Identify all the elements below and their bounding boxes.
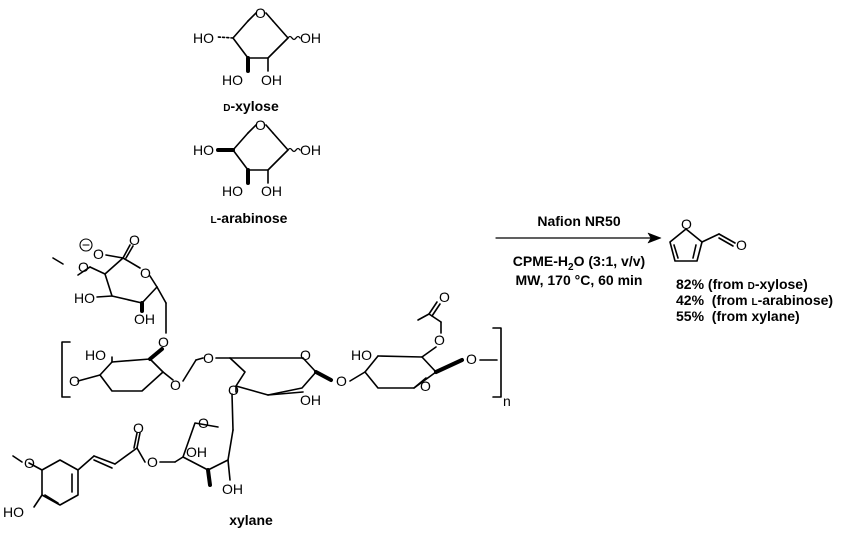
atom-o: O xyxy=(78,259,89,275)
catalyst-label: Nafion NR50 xyxy=(537,213,620,229)
glucuronic-acid-unit: O O O O HO OH O xyxy=(52,232,169,350)
atom-o: O xyxy=(140,265,151,281)
compound-label-arabinose: L-arabinose xyxy=(211,210,288,226)
arabinose-structure: O HO OH HO OH L-arabinose xyxy=(193,117,321,226)
repeat-subscript: n xyxy=(503,393,511,409)
heating-label: MW, 170 °C, 60 min xyxy=(516,272,643,288)
atom-o: O xyxy=(736,237,747,253)
atom-o: O xyxy=(129,232,140,248)
atom-o: O xyxy=(158,334,169,350)
atom-o: O xyxy=(24,455,35,471)
atom-o: O xyxy=(466,351,477,367)
atom-o: O xyxy=(420,378,431,394)
atom-o: O xyxy=(69,373,80,389)
atom-o: O xyxy=(336,373,347,389)
atom-oh: OH xyxy=(261,183,282,199)
atom-o: O xyxy=(198,415,209,431)
compound-label-xylose: D-xylose xyxy=(223,98,279,114)
atom-ho: HO xyxy=(3,504,24,520)
atom-o: O xyxy=(93,246,104,262)
arabinofuranosyl-ferulate: O OH OH O O O HO xyxy=(3,393,243,520)
atom-o: O xyxy=(133,420,144,436)
atom-o: O xyxy=(434,332,445,348)
atom-o: O xyxy=(203,350,214,366)
atom-o: O xyxy=(147,454,158,470)
compound-label-xylane: xylane xyxy=(229,512,273,528)
atom-o: O xyxy=(439,289,450,305)
yield-line-arabinose: 42% (from L-arabinose) xyxy=(676,292,833,308)
yields: 82% (from D-xylose) 42% (from L-arabinos… xyxy=(676,276,833,324)
atom-ho: HO xyxy=(85,347,106,363)
yield-line-xylane: 55% (from xylane) xyxy=(676,308,800,324)
atom-oh: OH xyxy=(222,481,243,497)
atom-o: O xyxy=(255,5,266,21)
atom-oh: OH xyxy=(300,392,321,408)
reaction-arrow-group: Nafion NR50 CPME-H2O (3:1, v/v) MW, 170 … xyxy=(495,213,662,288)
atom-o: O xyxy=(170,377,181,393)
yield-line-xylose: 82% (from D-xylose) xyxy=(676,276,808,292)
solvent-label: CPME-H2O (3:1, v/v) xyxy=(513,253,645,273)
arrow-head-icon xyxy=(647,232,662,244)
atom-o: O xyxy=(228,382,239,398)
atom-oh: OH xyxy=(186,444,207,460)
xylane-structure: O O O O HO OH O n O xyxy=(3,232,511,528)
furfural-structure: O O xyxy=(669,216,747,262)
atom-o: O xyxy=(681,216,692,232)
atom-ho: HO xyxy=(222,72,243,88)
atom-ho: HO xyxy=(222,183,243,199)
atom-oh: OH xyxy=(300,30,321,46)
atom-oh: OH xyxy=(300,142,321,158)
atom-ho: HO xyxy=(193,30,214,46)
atom-ho: HO xyxy=(351,347,372,363)
atom-o: O xyxy=(255,117,266,133)
atom-ho: HO xyxy=(74,290,95,306)
atom-oh: OH xyxy=(134,311,155,327)
atom-oh: OH xyxy=(261,72,282,88)
atom-o: O xyxy=(300,347,311,363)
xylose-structure: O HO OH HO OH D-xylose xyxy=(193,5,321,114)
atom-ho: HO xyxy=(193,142,214,158)
